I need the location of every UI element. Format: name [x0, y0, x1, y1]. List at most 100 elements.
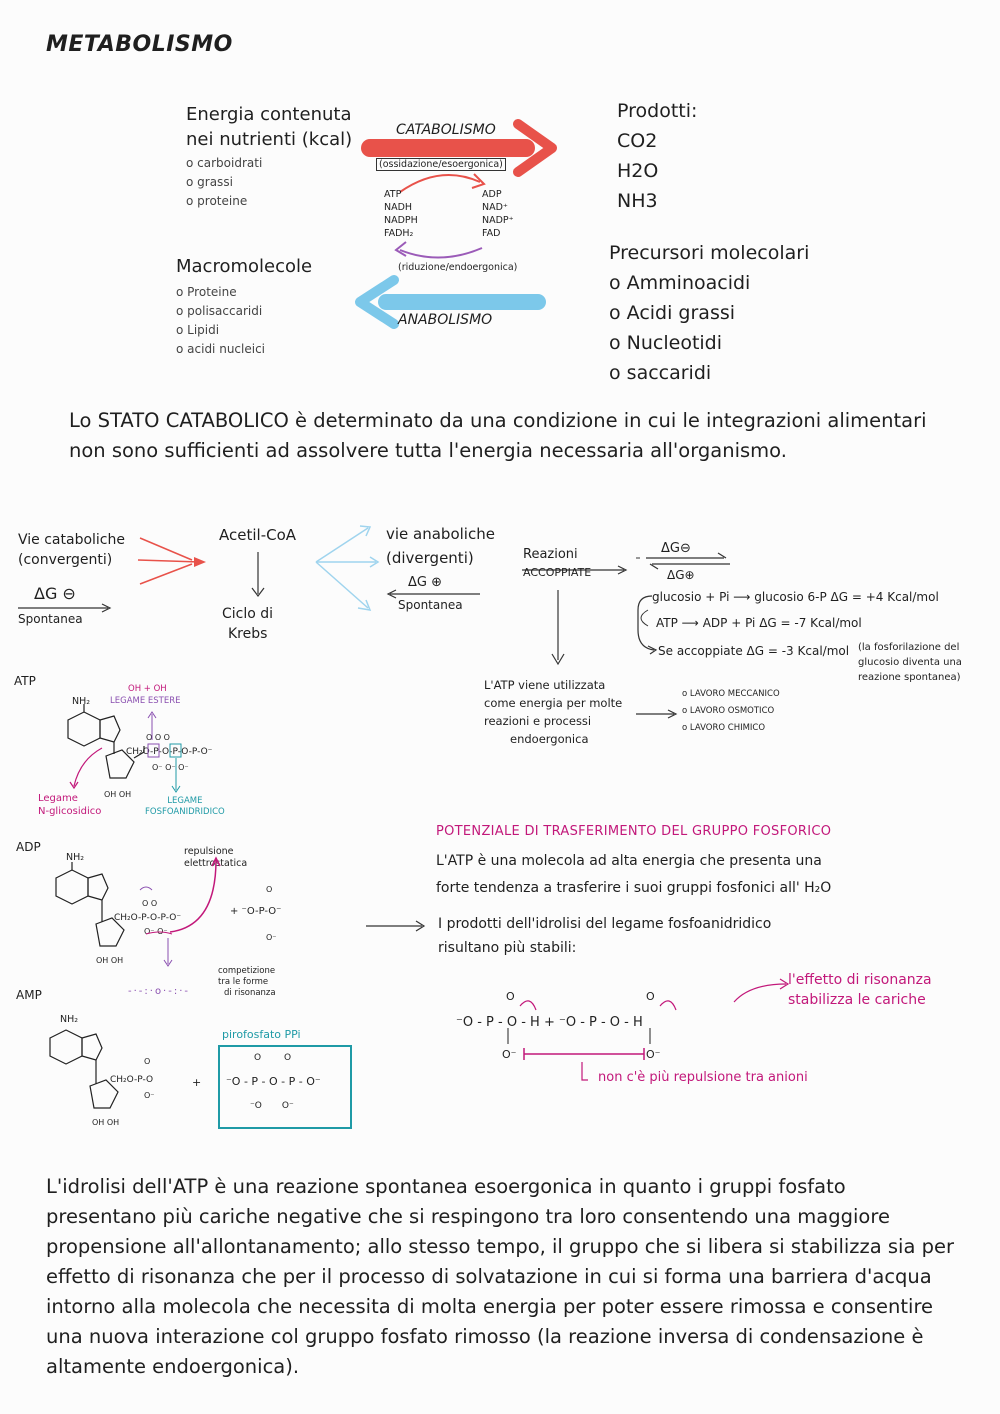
page-title: METABOLISMO [46, 32, 233, 57]
text-line: L'idrolisi dell'ATP è una reazione spont… [46, 1175, 846, 1198]
adp-label: ADP [16, 840, 41, 854]
catabolism-label: CATABOLISMO [396, 122, 496, 138]
glucose-reaction-3: Se accoppiate ΔG = -3 Kcal/mol [658, 644, 850, 658]
ppi-formula-bot: ⁻O O⁻ [250, 1101, 294, 1111]
cofactors-left: ATP NADH NADPH FADH₂ [384, 188, 418, 240]
transfer-text-1: L'ATP è una molecola ad alta energia che… [436, 848, 831, 902]
resonance-note: l'effetto di risonanza stabilizza le car… [788, 970, 932, 1010]
text-line: glucosio diventa una [858, 657, 962, 668]
text-line: stabilizza le cariche [788, 992, 926, 1008]
text-line: L'ATP è una molecola ad alta energia che… [436, 853, 822, 869]
list-item: o Nucleotidi [609, 332, 723, 354]
list-item: o grassi [186, 175, 233, 189]
list-item: NH3 [617, 190, 658, 212]
no-repulsion-note: non c'è più repulsione tra anioni [598, 1070, 808, 1085]
reduction-label: (riduzione/endoergonica) [398, 262, 518, 273]
amp-structure: CH₂O-P-O O O⁻ + [49, 1029, 201, 1109]
list-item: o LAVORO OSMOTICO [682, 706, 775, 716]
oh-oh-label: OH + OH [128, 684, 167, 694]
energy-list: o carboidrati o grassi o proteine [186, 154, 352, 211]
reazioni-accoppiate: Reazioni ACCOPPIATE [523, 546, 591, 582]
text-span: glucosio + Pi [652, 590, 730, 604]
svg-text:+: + [192, 1076, 201, 1089]
text-line: propensione all'allontanamento; allo ste… [46, 1235, 955, 1258]
svg-text:O: O [646, 990, 655, 1003]
svg-text:CH₂O-P-O: CH₂O-P-O [110, 1075, 153, 1085]
ohoh-label: OH OH [104, 790, 132, 799]
atp-structure: CH₂O-P-O-P-O-P-O⁻ O O O O⁻ O⁻ O⁻ [67, 704, 213, 793]
ppi-formula-top: O O [254, 1053, 292, 1063]
transfer-text-2: I prodotti dell'idrolisi del legame fosf… [438, 912, 771, 960]
text-line: (divergenti) [386, 549, 474, 567]
svg-text:CH₂O-P-O-P-O⁻: CH₂O-P-O-P-O⁻ [114, 913, 181, 923]
svg-text:O⁻: O⁻ [646, 1048, 661, 1061]
ohoh-label: OH OH [96, 956, 124, 965]
glucose-bracket [637, 595, 658, 655]
text-line: LEGAME [167, 796, 203, 806]
text-line: repulsione [184, 846, 234, 857]
list-item: CO2 [617, 130, 658, 152]
svg-text:O⁻ O⁻: O⁻ O⁻ [144, 927, 168, 936]
atp-use-text: L'ATP viene utilizzata come energia per … [484, 676, 622, 748]
text-line: Krebs [228, 626, 268, 642]
svg-text:O: O [266, 885, 272, 894]
competizione-label: competizione tra le forme di risonanza [218, 966, 276, 999]
list-item: o LAVORO CHIMICO [682, 723, 766, 733]
cofactor: ATP [384, 189, 402, 200]
text-line: effetto di risonanza che per il processo… [46, 1265, 932, 1288]
equilibrium-arrows [646, 552, 730, 570]
text-line: (convergenti) [18, 552, 113, 568]
list-item: o Acidi grassi [609, 302, 736, 324]
svg-text:O O: O O [142, 899, 157, 908]
list-item: o proteine [186, 194, 248, 208]
text-line: Lo STATO CATABOLICO è determinato da una… [69, 409, 927, 432]
atp-label: ATP [14, 674, 36, 688]
products-block: Prodotti: CO2 H2O NH3 [617, 96, 697, 216]
long-arrow [366, 920, 426, 932]
list-item: o polisaccaridi [176, 304, 263, 318]
text-line: altamente endoergonica). [46, 1355, 300, 1378]
energy-title-2: nei nutrienti (kcal) [186, 129, 353, 150]
metabolism-arrows [355, 119, 557, 329]
resonance-dots: -·-:·o·-:·- [128, 986, 191, 997]
svg-text:⁻O - P - O - H + ⁻O - P -: ⁻O - P - O - H + ⁻O - P - O - H [456, 1015, 643, 1030]
list-item: o LAVORO MECCANICO [682, 689, 780, 699]
list-item: o Proteine [176, 285, 237, 299]
svg-text:O⁻: O⁻ [502, 1048, 517, 1061]
acetil-coa: Acetil-CoA [219, 526, 297, 544]
glucose-reaction-2: ATP ⟶ ADP + Pi ΔG = -7 Kcal/mol [656, 616, 862, 630]
text-line: vie anaboliche [386, 525, 495, 543]
products-title: Prodotti: [617, 100, 698, 122]
nh2-label: NH₂ [72, 696, 91, 707]
svg-text:O⁻: O⁻ [266, 933, 277, 942]
text-line: risultano più stabili: [438, 940, 577, 956]
text-line: reazioni e processi [484, 714, 592, 728]
list-item: o Amminoacidi [609, 272, 751, 294]
catabolic-state-text: Lo STATO CATABOLICO è determinato da una… [69, 406, 969, 466]
legame-n-label: Legame N-glicosidico [38, 792, 101, 818]
cofactors-right: ADP NAD⁺ NADP⁺ FAD [482, 188, 514, 240]
text-line: Vie cataboliche [18, 532, 125, 548]
legame-f-label: LEGAME FOSFOANIDRIDICO [145, 796, 225, 818]
text-line: Reazioni [523, 547, 578, 562]
text-line: reazione spontanea) [858, 672, 961, 683]
nh2-label: NH₂ [60, 1014, 79, 1025]
amp-label: AMP [16, 988, 42, 1002]
macro-title: Macromolecole [176, 256, 313, 277]
text-line: endoergonica [510, 732, 589, 746]
energy-title-1: Energia contenuta [186, 104, 352, 125]
text-span: ATP [656, 616, 678, 630]
text-line: competizione [218, 966, 276, 976]
text-line: Legame [38, 793, 78, 804]
dg-eq-bot: ΔG⊕ [667, 568, 695, 582]
ohoh-label: OH OH [92, 1118, 120, 1127]
svg-text:O⁻ O⁻ O⁻: O⁻ O⁻ O⁻ [152, 763, 189, 772]
list-item: o carboidrati [186, 156, 263, 170]
vie-anaboliche: vie anaboliche (divergenti) [386, 522, 495, 570]
macro-block: Macromolecole o Proteine o polisaccaridi… [176, 256, 312, 359]
pathway-arrows [18, 525, 640, 613]
cofactor: FAD [482, 228, 501, 239]
text-line: presentano più cariche negative che si r… [46, 1205, 890, 1228]
cofactor: NADH [384, 202, 413, 213]
ciclo-krebs: Ciclo di Krebs [222, 604, 273, 644]
